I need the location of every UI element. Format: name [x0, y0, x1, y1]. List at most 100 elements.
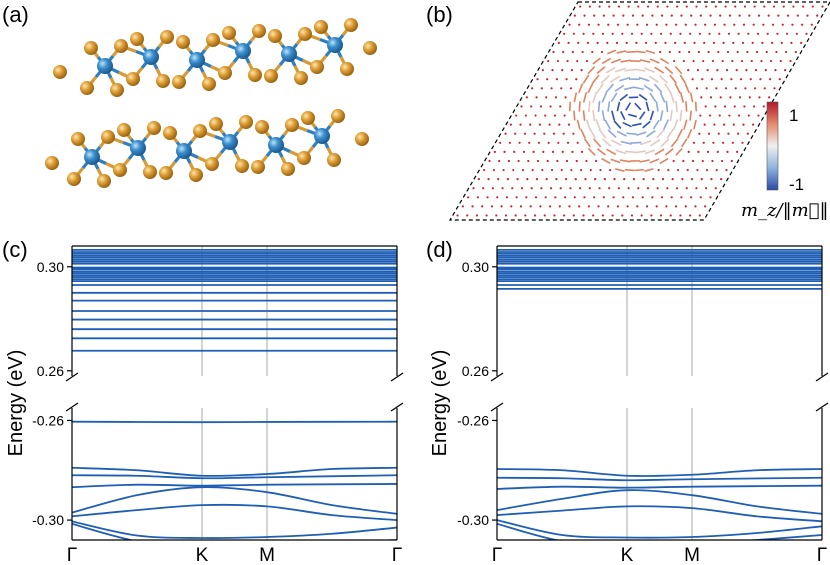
- spin-vector: [557, 141, 560, 144]
- spin-vector: [670, 138, 679, 148]
- spin-vector: [601, 57, 612, 65]
- spin-vector: [601, 157, 611, 165]
- spin-vector: [658, 74, 669, 84]
- spin-vector: [566, 141, 570, 144]
- spin-vector: [680, 196, 683, 199]
- spin-vector: [614, 67, 626, 73]
- spin-vector: [561, 69, 564, 72]
- spin-vector: [630, 32, 634, 35]
- spin-vector: [488, 159, 491, 163]
- spin-vector: [743, 5, 747, 8]
- spin-vector: [674, 83, 681, 94]
- spin-vector: [730, 159, 733, 163]
- spin-vector: [602, 138, 612, 147]
- spin-vector: [475, 214, 478, 217]
- metal-atom: [314, 128, 330, 144]
- spin-vector: [572, 132, 575, 135]
- spin-vector: [796, 14, 799, 17]
- y-tick-label: -0.30: [457, 512, 489, 528]
- spin-vector: [675, 100, 678, 113]
- x-tick-label: K: [196, 545, 209, 565]
- spin-vector: [810, 23, 813, 26]
- spin-vector: [571, 150, 574, 153]
- chalcogen-atom: [340, 62, 354, 76]
- chalcogen-atom: [110, 83, 124, 97]
- spin-vector: [648, 75, 660, 83]
- spin-vector: [762, 23, 765, 26]
- colorbar-gradient: [766, 101, 779, 191]
- spin-vector: [598, 128, 607, 139]
- spin-vector: [540, 187, 543, 190]
- spin-vector: [563, 214, 566, 217]
- spin-vector: [466, 214, 469, 217]
- spin-vector: [800, 41, 803, 44]
- metal-atom: [130, 140, 146, 156]
- spin-vector: [529, 205, 532, 208]
- spin-vector: [651, 196, 654, 199]
- spin-vector: [624, 168, 635, 172]
- spin-vector: [542, 150, 545, 153]
- spin-vector: [718, 32, 721, 35]
- spin-vector: [653, 83, 663, 93]
- spin-vector: [655, 23, 658, 26]
- spin-vector: [702, 141, 705, 144]
- chalcogen-atom: [255, 120, 269, 134]
- spin-vector: [576, 119, 581, 130]
- spin-vector: [714, 5, 717, 8]
- spin-vector: [707, 132, 711, 135]
- spin-vector: [747, 32, 750, 35]
- panel-label-a: (a): [2, 2, 29, 27]
- panel-label-d: (d): [426, 237, 453, 262]
- spin-vector: [549, 187, 553, 190]
- spin-vector: [696, 168, 699, 172]
- spin-vector: [744, 87, 747, 90]
- spin-vector: [503, 150, 506, 153]
- spin-vector: [654, 41, 657, 44]
- spin-vector: [605, 66, 616, 74]
- spin-vector: [616, 50, 627, 54]
- spin-vector: [777, 14, 780, 17]
- band-line: [72, 466, 397, 477]
- spin-vector: [601, 92, 608, 103]
- spin-vector: [727, 132, 730, 135]
- spin-vector: [622, 196, 625, 199]
- spin-vector: [742, 23, 746, 26]
- spin-vector: [720, 178, 723, 181]
- chalcogen-atom: [156, 74, 170, 88]
- spin-vector: [569, 87, 573, 90]
- chalcogen-atom: [268, 29, 282, 43]
- spin-vector: [551, 150, 555, 153]
- spin-vector: [625, 41, 628, 44]
- spin-vector: [659, 57, 670, 65]
- spin-vector: [690, 14, 693, 17]
- chalcogen-atom: [84, 41, 98, 55]
- spin-vector: [644, 67, 655, 73]
- spin-vector: [491, 187, 494, 190]
- spin-vector: [625, 102, 632, 111]
- spin-vector: [754, 69, 758, 72]
- spin-vector: [582, 32, 585, 35]
- spin-vector: [681, 138, 688, 148]
- x-tick-label: M: [259, 545, 275, 565]
- axis-break-mark: [390, 402, 404, 412]
- spin-vector: [748, 96, 751, 99]
- spin-vector: [695, 187, 698, 190]
- spin-vector: [662, 119, 669, 131]
- spin-vector: [543, 132, 546, 135]
- chalcogen-atom: [264, 69, 278, 83]
- spin-vector: [801, 23, 804, 26]
- spin-vector: [639, 59, 651, 63]
- spin-vector: [601, 214, 604, 217]
- spin-vector: [585, 119, 591, 130]
- spin-vector: [587, 23, 590, 26]
- spin-vector: [562, 132, 565, 135]
- y-tick-label: 0.30: [462, 259, 489, 275]
- spin-vector: [650, 32, 653, 35]
- spin-vector: [641, 196, 644, 199]
- spin-vector: [776, 32, 779, 35]
- band-line: [72, 420, 397, 424]
- spin-vector: [657, 168, 660, 172]
- spin-vector: [743, 105, 746, 108]
